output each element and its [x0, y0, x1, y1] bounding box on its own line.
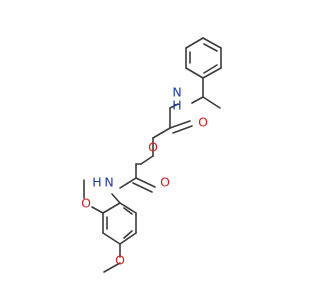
atom-h-bottom: H	[92, 175, 101, 190]
phenylethyl-chain	[191, 77, 221, 109]
molecule-structure: N H O O N H O O O	[81, 37, 222, 273]
atom-o-bottom-carbonyl: O	[160, 175, 170, 190]
atom-o-methoxy-para: O	[115, 253, 125, 268]
top-amide	[152, 103, 193, 139]
phenyl-ring	[185, 37, 222, 79]
bottom-amide	[119, 177, 156, 193]
dimethoxyphenyl-ring	[102, 193, 137, 245]
atom-n-bottom: N	[104, 175, 113, 190]
atom-o-methoxy-ortho: O	[81, 196, 91, 211]
para-methoxy	[103, 243, 121, 273]
atom-h-top: H	[172, 98, 181, 113]
ortho-methoxy	[83, 179, 104, 214]
atom-o-ether: O	[148, 140, 158, 155]
ether-link	[135, 137, 154, 179]
atom-o-top-carbonyl: O	[198, 115, 208, 130]
atom-n-top: N	[172, 85, 181, 100]
